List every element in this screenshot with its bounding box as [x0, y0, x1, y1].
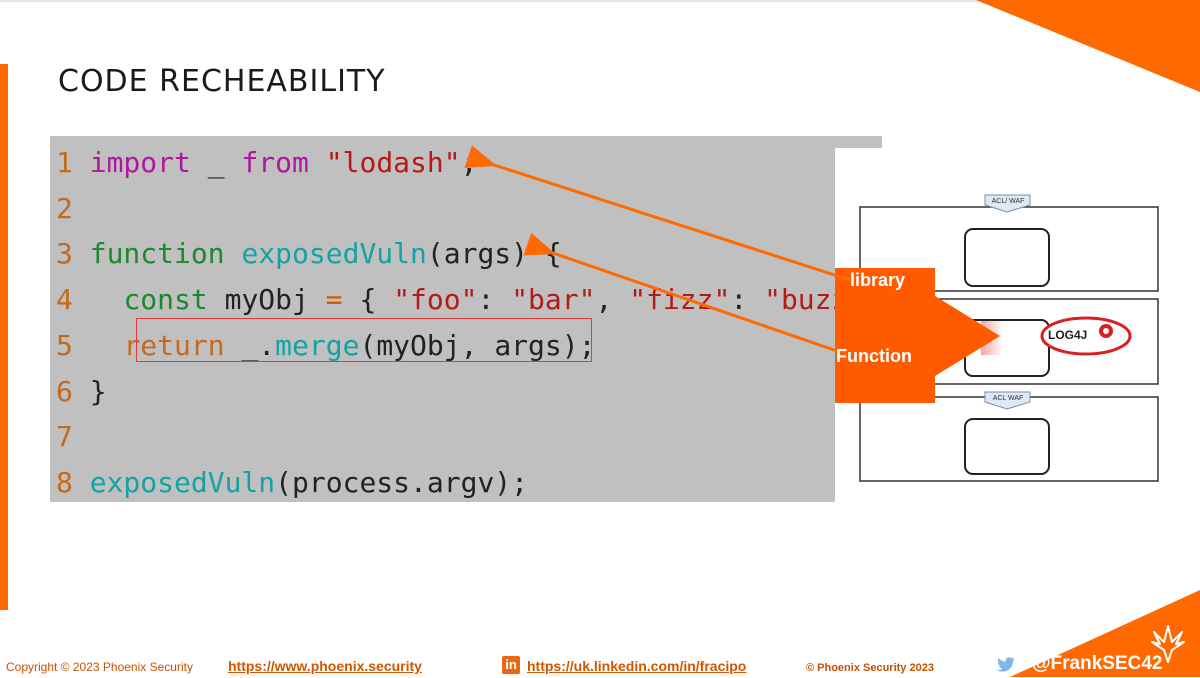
footer-copyright: Copyright © 2023 Phoenix Security: [6, 660, 193, 674]
code-token: _: [190, 147, 242, 179]
line-number: 8: [56, 465, 73, 499]
line-number: 1: [56, 147, 73, 179]
line-number: 2: [56, 191, 73, 225]
line-number: 5: [56, 328, 73, 362]
code-token: :: [730, 283, 765, 317]
acl-waf-label-top: ACL/ WAF: [991, 198, 1025, 205]
code-line: 7: [56, 420, 90, 453]
footer-website-link[interactable]: https://www.phoenix.security: [228, 658, 422, 674]
code-token: return: [123, 328, 225, 362]
code-token: myObj: [207, 283, 326, 317]
code-line: 4 const myObj = { "foo": "bar", "fizz": …: [56, 283, 835, 316]
line-number: 3: [56, 237, 73, 271]
line-number: 6: [56, 374, 73, 408]
acl-waf-label-bottom: ACL WAF: [992, 395, 1024, 402]
code-token: "foo": [393, 283, 478, 317]
code-token: [90, 283, 124, 316]
code-line: 6 }: [56, 375, 107, 408]
callout-label-function: Function: [836, 346, 912, 366]
code-line: 8 exposedVuln(process.argv);: [56, 466, 528, 499]
callout-label-library: library: [850, 270, 906, 290]
code-token: [309, 147, 326, 179]
code-line: 3 function exposedVuln(args) {: [56, 237, 562, 270]
code-token: {: [342, 283, 394, 317]
code-line: 1 import _ from "lodash";: [56, 147, 477, 179]
layer-box-middle: [859, 298, 1159, 385]
layer-box-bottom: [859, 396, 1159, 482]
line-number: 7: [56, 420, 73, 454]
linkedin-icon: in: [502, 656, 520, 674]
code-token: [90, 329, 124, 362]
code-token: (process.argv);: [275, 465, 529, 499]
highlight-box-return-line: [136, 318, 592, 362]
log4j-label: LOG4J: [1048, 328, 1088, 342]
code-token: "lodash": [325, 147, 461, 179]
code-token: :: [477, 283, 512, 317]
corner-decoration-bottom: [1010, 590, 1200, 677]
left-accent-bar: [0, 64, 8, 610]
code-token: "bar": [511, 283, 596, 317]
phoenix-logo-icon: [1151, 625, 1185, 663]
code-token: ;: [460, 147, 478, 179]
code-token: exposedVuln: [241, 237, 427, 271]
code-token: function: [89, 237, 225, 271]
corner-decoration-top: [976, 0, 1200, 92]
code-token: (args) {: [426, 237, 562, 271]
code-token: import: [89, 147, 191, 179]
code-panel-top-strip: [50, 136, 882, 148]
code-token: const: [123, 283, 208, 317]
code-token: exposedVuln: [89, 465, 276, 499]
code-token: =: [325, 283, 343, 317]
code-token: merge: [275, 328, 360, 362]
code-token: [225, 237, 242, 270]
footer-twitter-handle: @FrankSEC42: [1032, 653, 1163, 674]
code-line: 2: [56, 192, 90, 225]
twitter-icon: [997, 657, 1015, 672]
footer-linkedin-link[interactable]: https://uk.linkedin.com/in/fracipo: [527, 658, 747, 674]
code-token: _.: [224, 328, 276, 362]
code-line: 5 return _.merge(myObj, args);: [56, 329, 595, 362]
slide-title: CODE RECHEABILITY: [58, 64, 386, 99]
code-token: from: [241, 147, 309, 179]
code-token: }: [89, 374, 107, 408]
top-rule: [0, 0, 1200, 2]
line-number: 4: [56, 283, 73, 317]
footer-phoenix-copyright: © Phoenix Security 2023: [806, 662, 934, 674]
code-token: ,: [595, 283, 630, 317]
code-token: "fizz": [629, 283, 731, 317]
code-token: "buzz": [764, 283, 835, 317]
